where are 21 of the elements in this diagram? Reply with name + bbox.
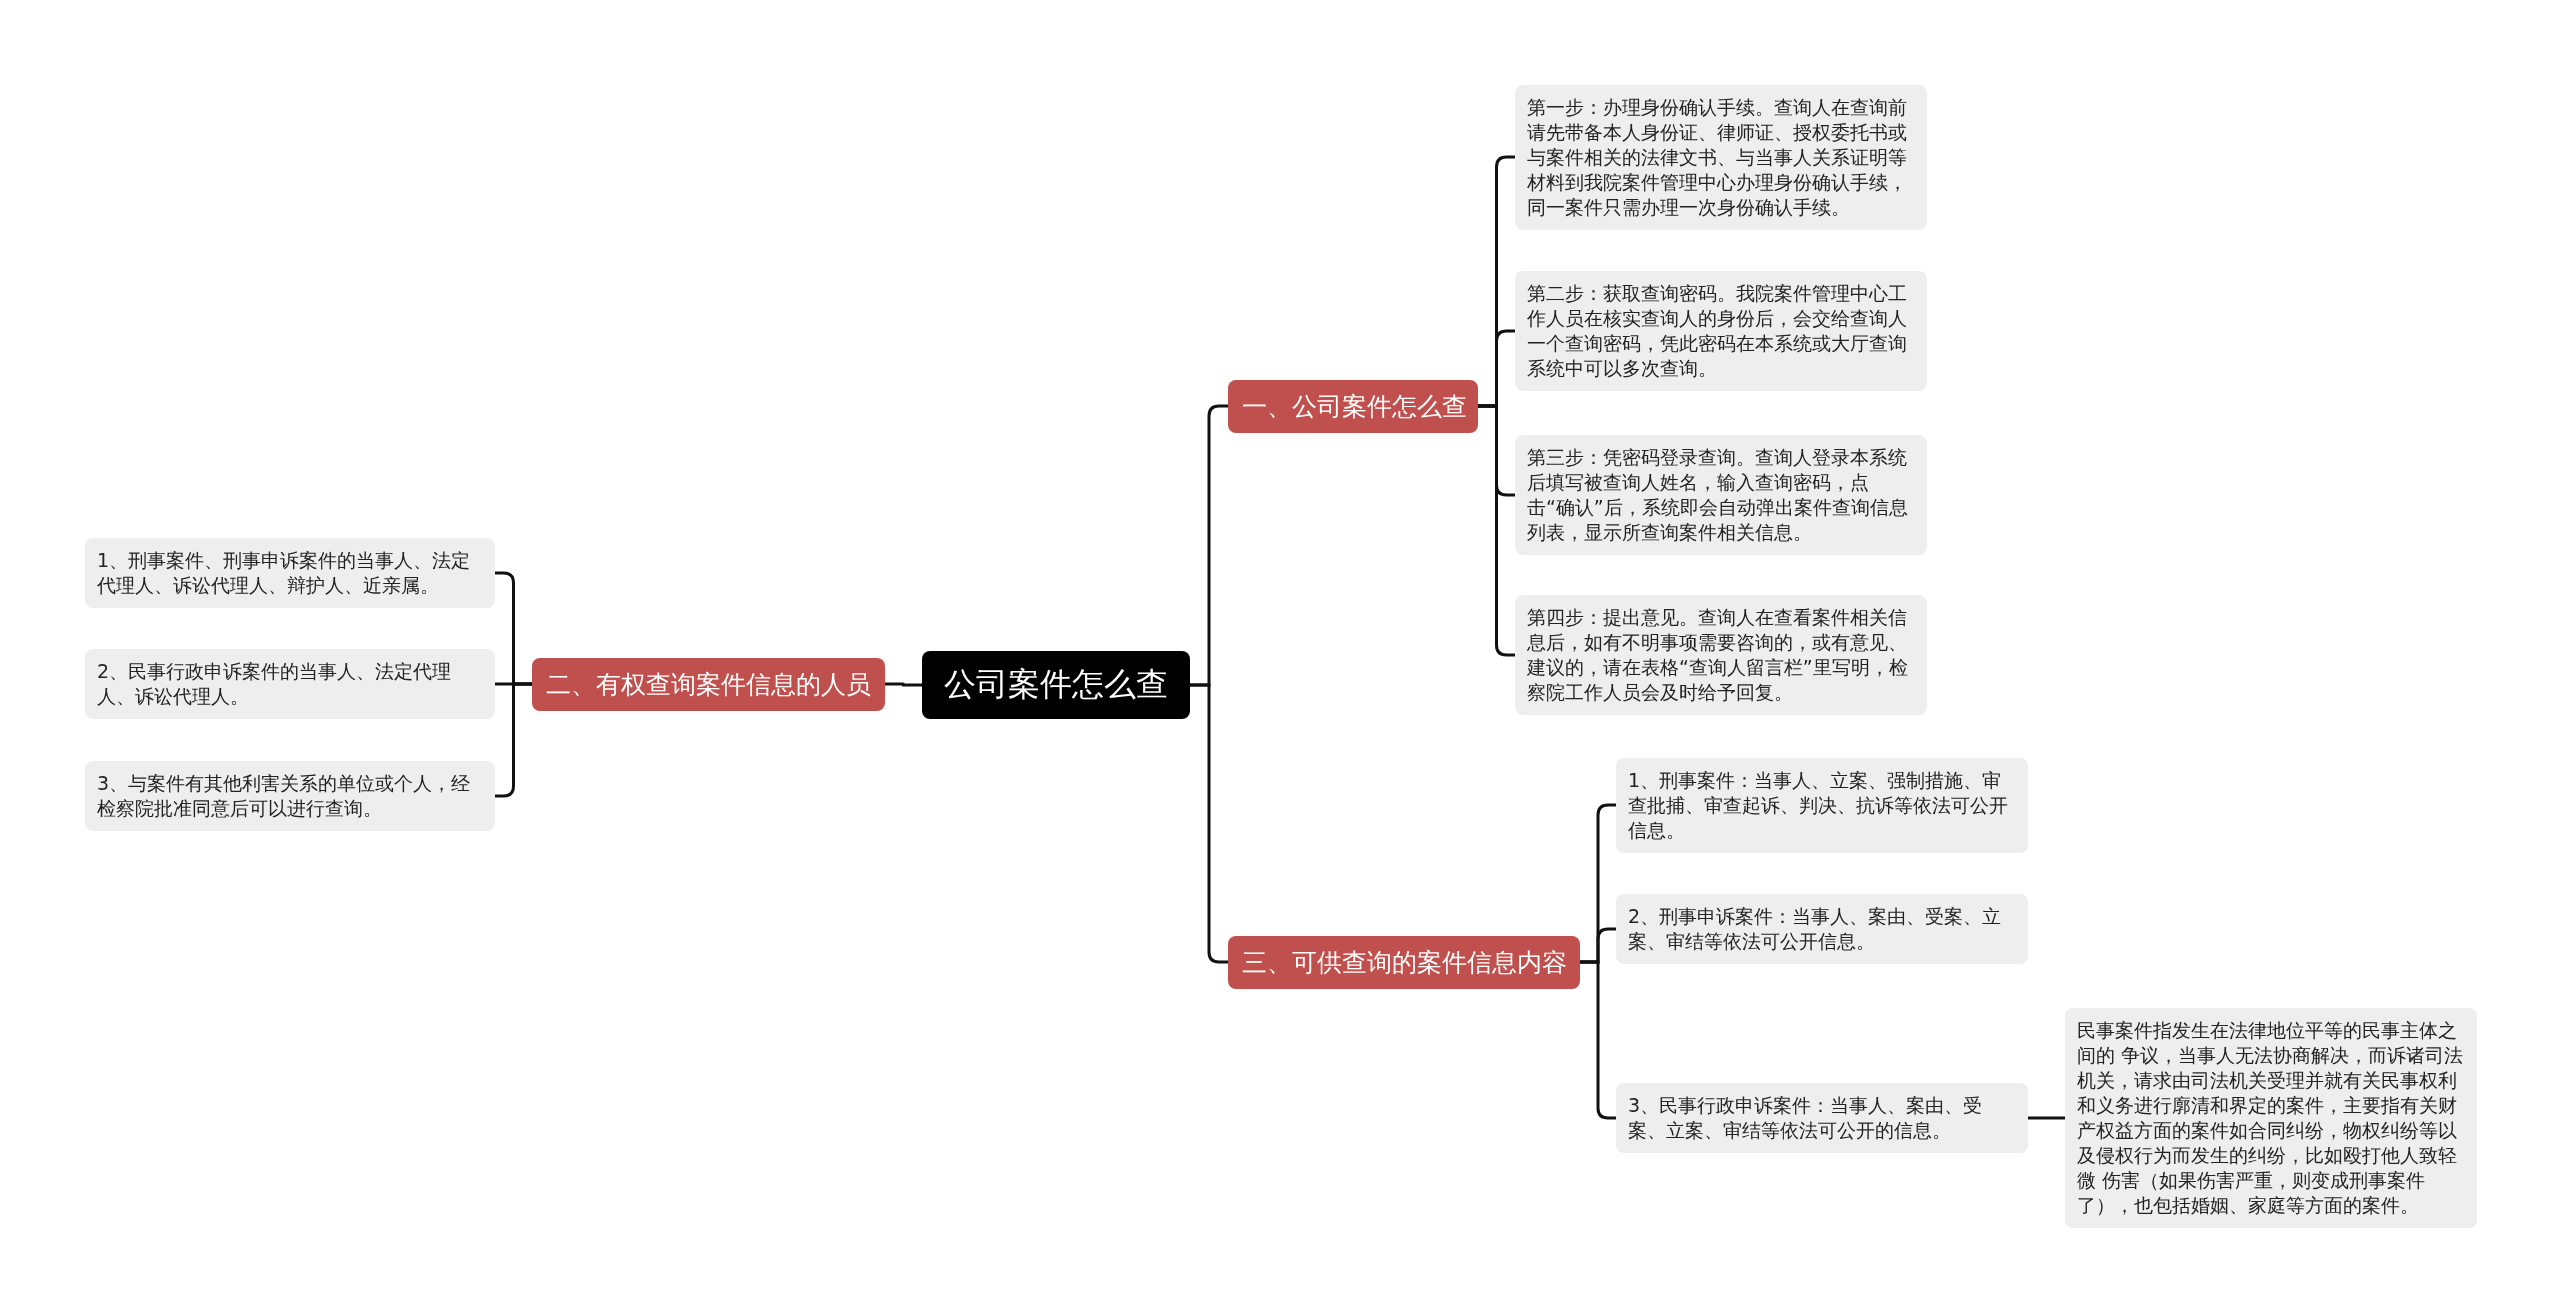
note-box: 第三步：凭密码登录查询。查询人登录本系统后填写被查询人姓名，输入查询密码，点击“确认”后，系统即会自动弹出案件查询信息列表，显示所查询案件相关信息。: [1515, 435, 1927, 555]
connector-line: [1478, 404, 1515, 657]
note-box: 2、民事行政申诉案件的当事人、法定代理人、诉讼代理人。: [85, 649, 495, 719]
connector-line: [1580, 960, 1616, 1120]
note-box: 3、与案件有其他利害关系的单位或个人，经检察院批准同意后可以进行查询。: [85, 761, 495, 831]
note-box: 第四步：提出意见。查询人在查看案件相关信息后，如有不明事项需要咨询的，或有意见、建议的，请在表格“查询人留言栏”里写明，检察院工作人员会及时给予回复。: [1515, 595, 1927, 715]
note-box: 1、刑事案件、刑事申诉案件的当事人、法定代理人、诉讼代理人、辩护人、近亲属。: [85, 538, 495, 608]
connector-line: [1190, 683, 1228, 964]
note-box: 民事案件指发生在法律地位平等的民事主体之间的 争议，当事人无法协商解决，而诉诸司法机关，请求由司法机关受理并就有关民事权利和义务进行廓清和界定的案件，主要指有关财产权益方面的案件如合同纠纷，物权纠纷等以及侵权行为而发生的纠纷，比如殴打他人致轻微 伤害（如果伤害严重，则变成刑事案件了），也包括婚姻、家庭等方面的案件。: [2065, 1008, 2477, 1228]
topic-box: 一、公司案件怎么查: [1228, 379, 1478, 433]
note-box: 3、民事行政申诉案件：当事人、案由、受案、立案、审结等依法可公开的信息。: [1616, 1083, 2028, 1153]
note-box: 第一步：办理身份确认手续。查询人在查询前请先带备本人身份证、律师证、授权委托书或与案件相关的法律文书、与当事人关系证明等材料到我院案件管理中心办理身份确认手续，同一案件只需办理一次身份确认手续。: [1515, 84, 1927, 230]
topic-box: 三、可供查询的案件信息内容: [1228, 935, 1580, 989]
note-box: 第二步：获取查询密码。我院案件管理中心工作人员在核实查询人的身份后，会交给查询人一个查询密码，凭此密码在本系统或大厅查询系统中可以多次查询。: [1515, 271, 1927, 391]
note-box: 2、刑事申诉案件：当事人、案由、受案、立案、审结等依法可公开信息。: [1616, 894, 2028, 964]
note-box: 1、刑事案件：当事人、立案、强制措施、审查批捕、审查起诉、判决、抗诉等依法可公开信息。: [1616, 757, 2028, 853]
connector-line: [885, 682, 922, 687]
connector-line: [495, 682, 532, 798]
connector-line: [2028, 1116, 2065, 1120]
topic-box: 二、有权查询案件信息的人员: [532, 657, 885, 711]
central-topic-box: 公司案件怎么查: [922, 651, 1190, 719]
